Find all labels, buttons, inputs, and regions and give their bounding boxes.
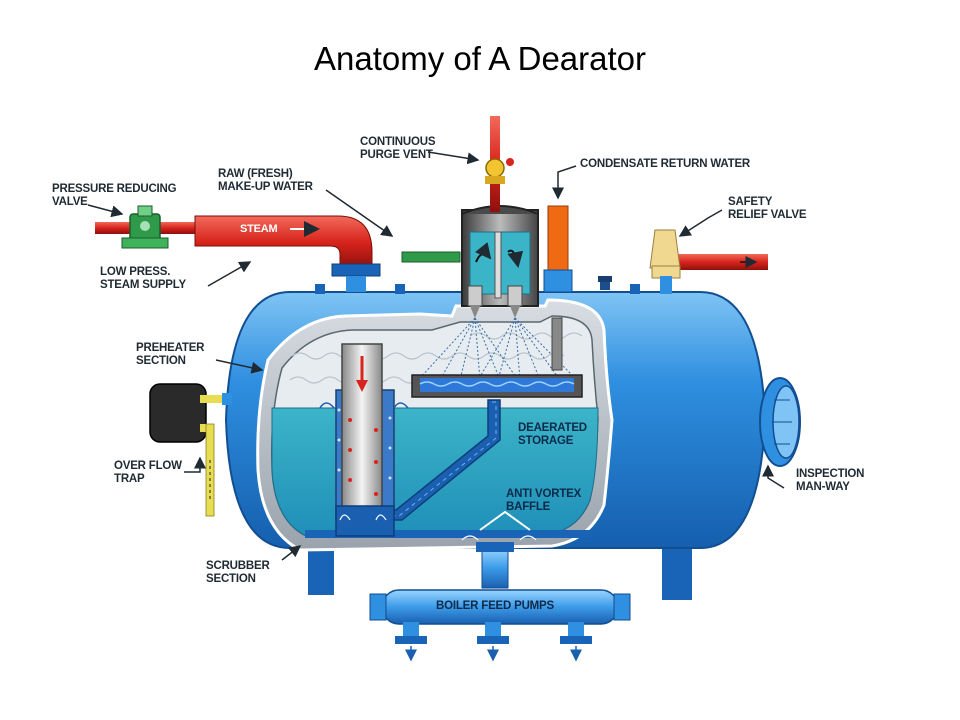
label-raw-makeup-water: RAW (FRESH)MAKE-UP WATER [218, 168, 313, 193]
spray-pattern [419, 317, 576, 381]
page-title: Anatomy of A Dearator [313, 40, 646, 77]
condensate-return-pipe [543, 205, 573, 293]
overflow-trap [149, 383, 232, 517]
pressure-reducing-valve [121, 205, 169, 249]
boiler-feed-manifold [369, 542, 631, 662]
label-low-press-steam-supply: LOW PRESS.STEAM SUPPLY [100, 266, 187, 291]
safety-relief-valve [649, 229, 768, 294]
anti-vortex-baffle [461, 510, 537, 541]
makeup-water-nozzle [401, 251, 461, 263]
leader-lines [87, 151, 785, 561]
purge-vent [485, 116, 514, 212]
scrubber-section [335, 343, 395, 537]
label-steam: STEAM [240, 223, 278, 235]
spray-tray [411, 374, 583, 398]
deaerator-dome [461, 205, 539, 318]
label-boiler-feed-pumps: BOILER FEED PUMPS [436, 600, 555, 612]
preheater-arrows [319, 402, 409, 409]
inspection-manway [759, 377, 801, 467]
label-condensate-return: CONDENSATE RETURN WATER [580, 158, 751, 170]
steam-supply-pipe [95, 215, 381, 292]
condensate-internal-pipe [551, 317, 563, 371]
tank-leg-left [308, 545, 334, 595]
